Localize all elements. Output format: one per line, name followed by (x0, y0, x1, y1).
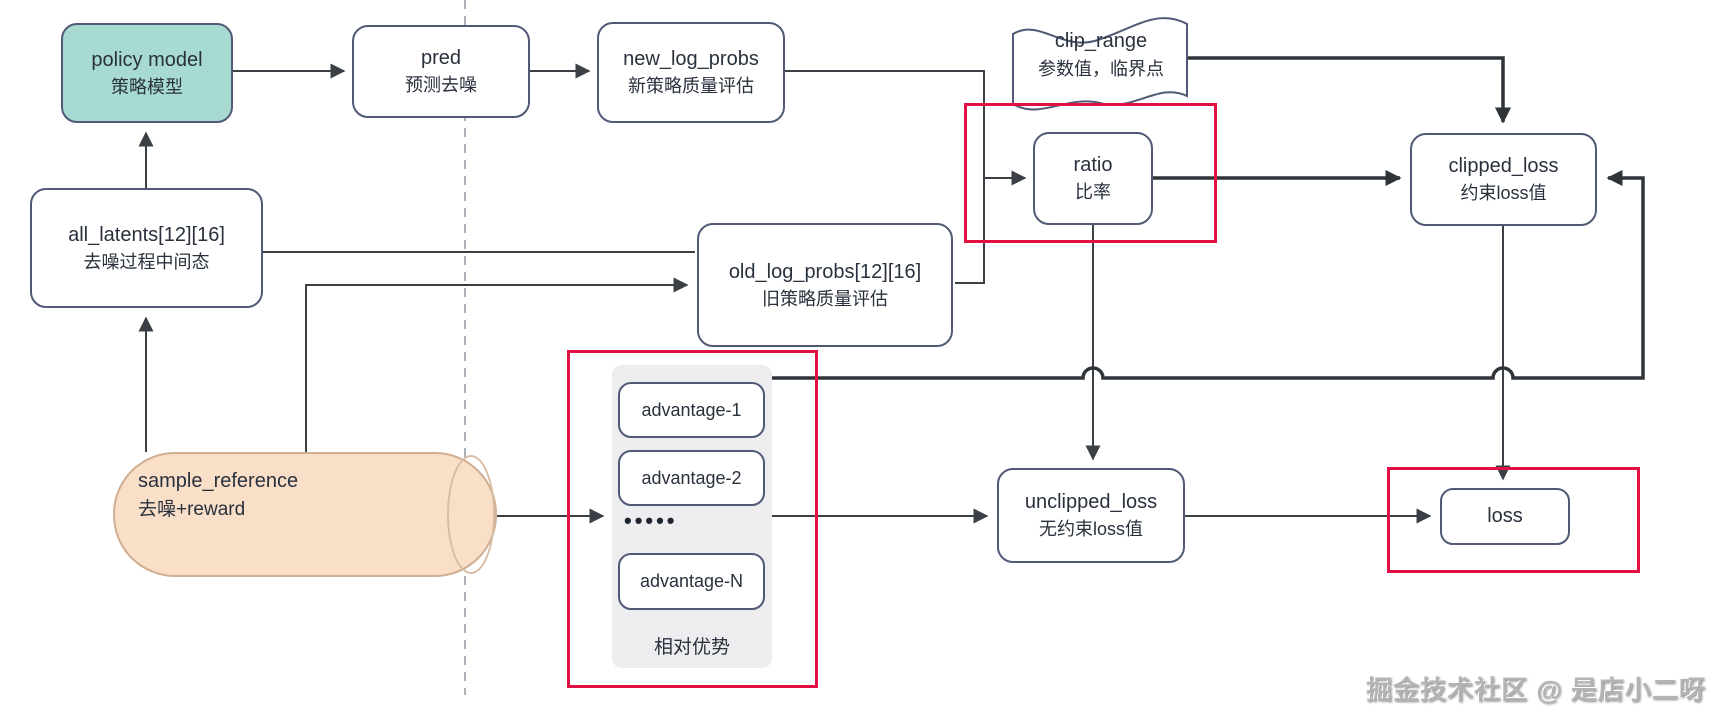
node-old-log-probs-subtitle: 旧策略质量评估 (762, 288, 888, 309)
chip-advantage-2-label: advantage-2 (641, 467, 742, 488)
node-pred: pred 预测去噪 (352, 25, 530, 118)
node-all-latents-subtitle: 去噪过程中间态 (83, 251, 210, 272)
chip-advantage-n-label: advantage-N (639, 571, 744, 591)
chip-advantage-n: advantage-N (618, 553, 765, 610)
node-ratio-title: ratio (1073, 154, 1113, 177)
node-ratio: ratio 比率 (1033, 132, 1153, 225)
node-clip-range-title: clip_range (1054, 30, 1148, 52)
chip-advantage-1-label: advantage-1 (641, 399, 742, 420)
node-old-log-probs: old_log_probs[12][16] 旧策略质量评估 (697, 223, 953, 347)
node-pred-title: pred (420, 47, 462, 70)
edge-sample-to-oldlogprobs (305, 277, 689, 452)
chip-advantage-1: advantage-1 (618, 382, 765, 438)
node-clip-range: clip_range 参数值，临界点 (1013, 26, 1189, 83)
node-all-latents-title: all_latents[12][16] (68, 223, 225, 246)
edge-advantages-to-clippedloss-loop (772, 169, 1645, 380)
node-new-log-probs-title: new_log_probs (623, 48, 759, 71)
edge-cliprange-to-clippedloss (1187, 56, 1512, 124)
highlight-box-ratio (964, 103, 1217, 243)
node-policy-model-subtitle: 策略模型 (111, 76, 183, 97)
node-loss-title: loss (1487, 505, 1523, 527)
node-old-log-probs-title: old_log_probs[12][16] (728, 260, 922, 283)
node-pred-subtitle: 预测去噪 (405, 75, 477, 96)
node-clip-range-subtitle: 参数值，临界点 (1038, 59, 1164, 79)
node-clipped-loss-subtitle: 约束loss值 (1460, 183, 1547, 204)
node-unclipped-loss-title: unclipped_loss (1024, 491, 1158, 514)
watermark-text: 掘金技术社区 @ 是店小二呀 (1366, 675, 1706, 705)
node-clipped-loss-title: clipped_loss (1448, 155, 1559, 178)
node-sample-reference: sample_reference 去噪+reward (138, 466, 438, 525)
node-new-log-probs-subtitle: 新策略质量评估 (628, 76, 754, 97)
highlight-box-loss (1387, 467, 1640, 573)
node-all-latents: all_latents[12][16] 去噪过程中间态 (30, 188, 263, 308)
node-loss: loss (1440, 488, 1570, 545)
advantages-panel-label: 相对优势 (653, 637, 730, 658)
node-unclipped-loss: unclipped_loss 无约束loss值 (997, 468, 1185, 563)
node-clipped-loss: clipped_loss 约束loss值 (1410, 133, 1597, 226)
node-sample-reference-cylinder (113, 452, 497, 577)
cylinder-end-cap (447, 455, 495, 574)
advantages-ellipsis: ••••• (624, 508, 678, 533)
node-policy-model-title: policy model (91, 48, 203, 71)
highlight-box-advantages (567, 350, 818, 688)
node-ratio-subtitle: 比率 (1075, 182, 1111, 203)
node-new-log-probs: new_log_probs 新策略质量评估 (597, 22, 785, 123)
node-sample-reference-title: sample_reference (138, 470, 299, 492)
chip-advantage-2: advantage-2 (618, 450, 765, 506)
node-policy-model: policy model 策略模型 (61, 23, 233, 123)
node-sample-reference-subtitle: 去噪+reward (138, 499, 246, 520)
node-unclipped-loss-subtitle: 无约束loss值 (1038, 519, 1143, 540)
